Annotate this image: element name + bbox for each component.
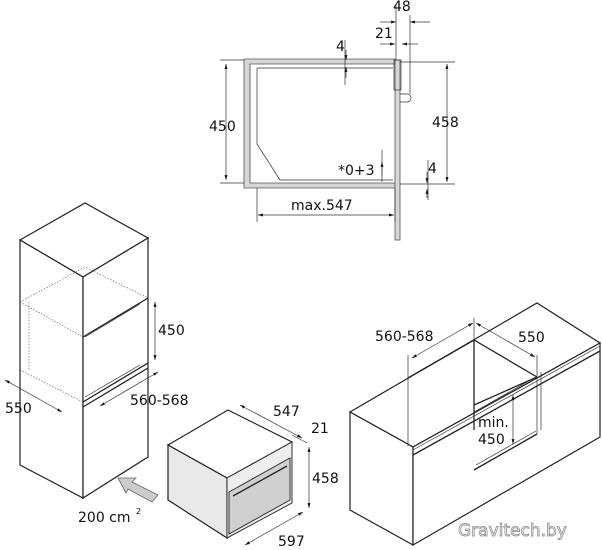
tall-cabinet-depth: 550 — [5, 401, 32, 417]
ventilation-unit-sup: 2 — [136, 507, 141, 516]
base-cabinet-min-label: min. — [478, 415, 509, 431]
watermark: Gravitech.by — [458, 521, 567, 541]
appliance-depth: 547 — [273, 404, 300, 420]
appliance-door-depth: 21 — [311, 421, 329, 437]
dim-458: 458 — [432, 115, 459, 131]
front-panel — [394, 59, 401, 241]
oven-handle-icon — [232, 465, 288, 497]
dim-48: 48 — [393, 0, 411, 15]
base-cabinet: 560-568 550 min. 450 — [348, 302, 602, 547]
oven-body — [256, 67, 393, 181]
base-cabinet-depth: 550 — [518, 330, 545, 346]
appliance-width: 597 — [278, 534, 305, 550]
dim-max-depth: max.547 — [291, 198, 353, 214]
tall-cabinet-width: 560-568 — [130, 393, 189, 409]
dim-450: 450 — [209, 119, 236, 135]
dim-tolerance: *0+3 — [338, 163, 375, 179]
oven-door-top — [393, 59, 402, 91]
ventilation-area: 200 cm — [78, 510, 131, 526]
appliance-height: 458 — [312, 471, 339, 487]
tall-cabinet: 450 550 560-568 200 cm 2 — [4, 202, 189, 526]
airflow-arrow-icon — [117, 477, 159, 503]
side-section-view: 48 21 4 450 458 *0+3 4 max.547 — [209, 0, 459, 241]
door-handle-icon — [400, 93, 412, 103]
oven-appliance: 547 21 458 597 — [166, 404, 339, 550]
dim-4-bottom: 4 — [428, 161, 437, 177]
dim-21: 21 — [375, 26, 393, 42]
tall-cabinet-height: 450 — [158, 323, 185, 339]
base-cabinet-min-height: 450 — [478, 432, 505, 448]
dim-4-top: 4 — [336, 39, 345, 55]
base-cabinet-width: 560-568 — [375, 329, 434, 345]
